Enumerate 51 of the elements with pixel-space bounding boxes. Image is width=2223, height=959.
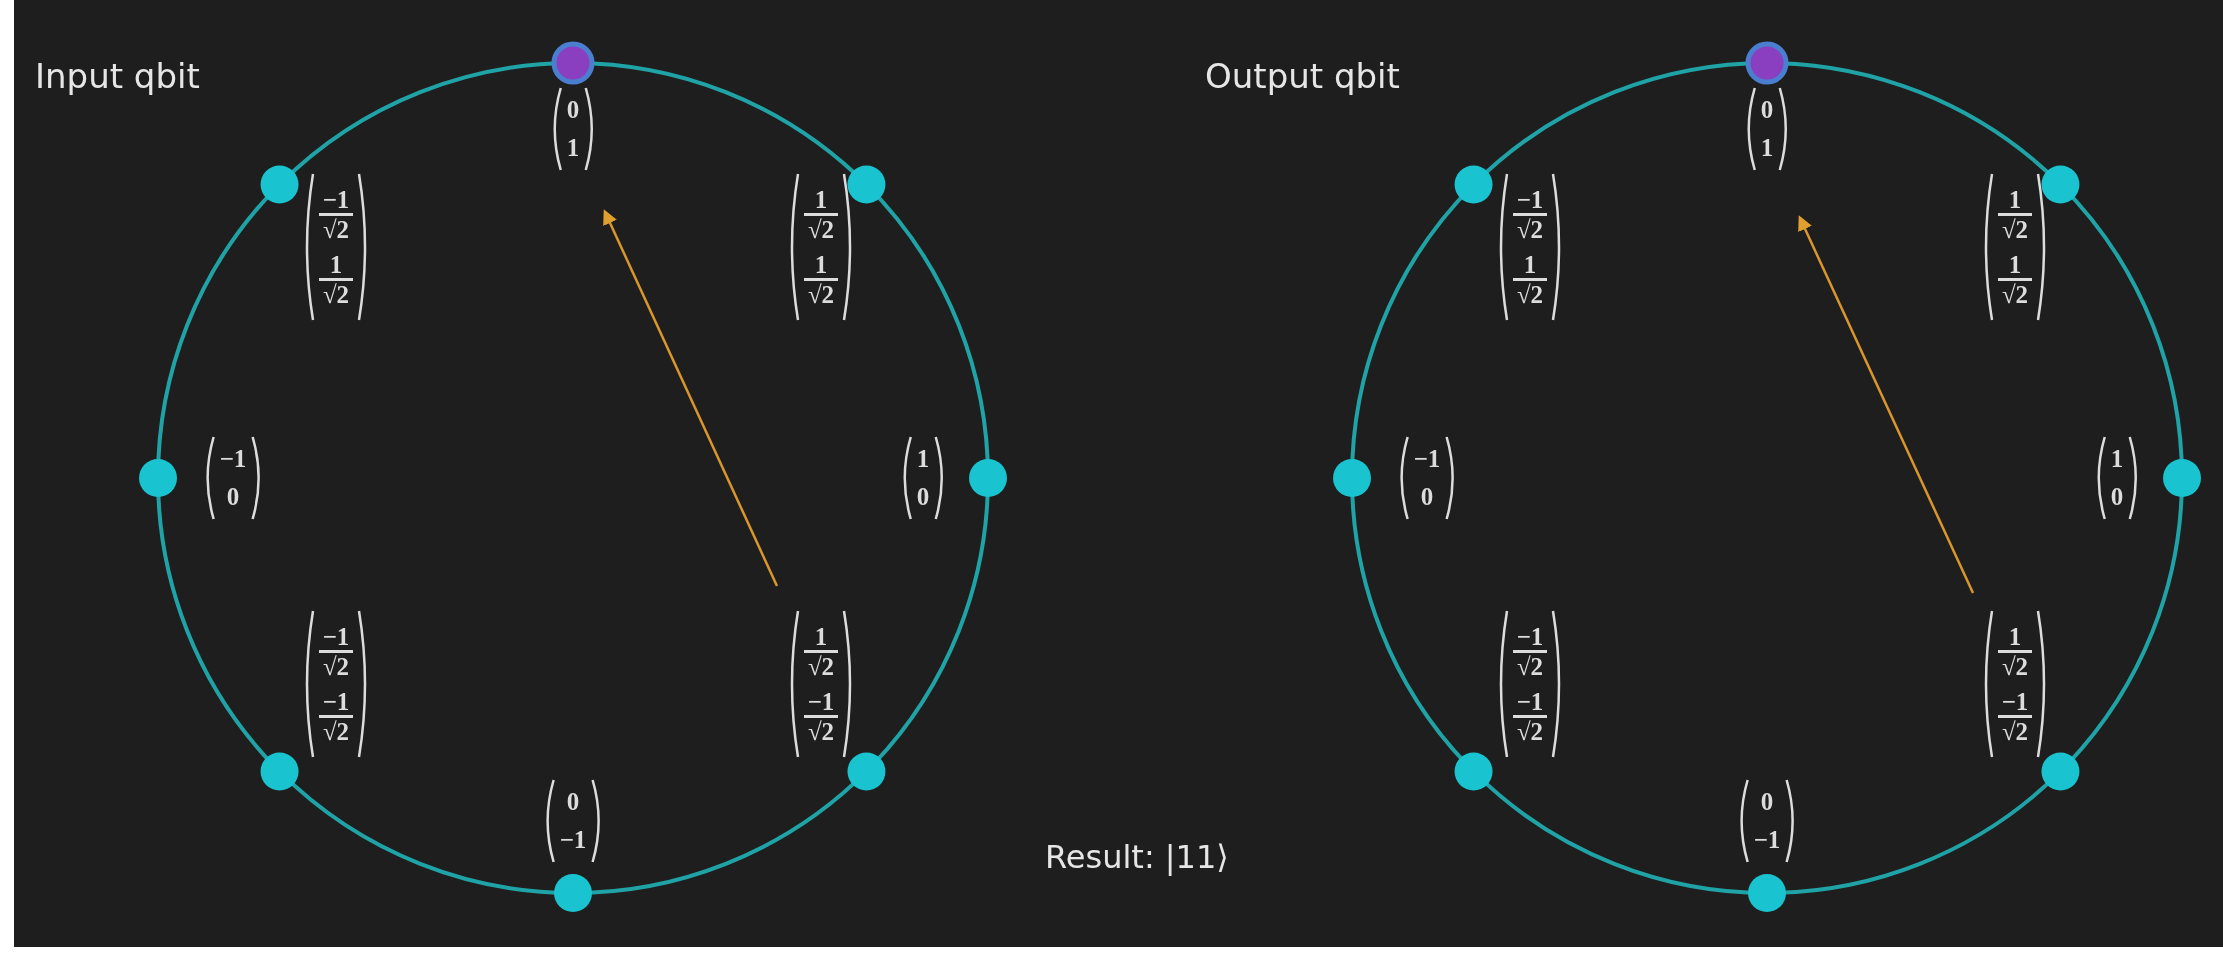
denominator: √2: [1516, 281, 1544, 308]
vector-entry: 0: [916, 482, 930, 512]
denominator: √2: [1516, 653, 1544, 680]
denominator: √2: [807, 653, 835, 680]
denominator: √2: [322, 718, 350, 745]
numerator: −1: [1516, 186, 1544, 213]
vector-entry: −1: [1753, 825, 1781, 855]
denominator: √2: [807, 718, 835, 745]
vector-entry: 1: [566, 133, 580, 163]
denominator: √2: [2001, 281, 2029, 308]
denominator: √2: [807, 216, 835, 243]
numerator: 1: [2008, 186, 2022, 213]
numerator: −1: [2001, 688, 2029, 715]
vector-entry: 1: [1760, 133, 1774, 163]
vector-entry: 0: [1760, 95, 1774, 125]
numerator: 1: [2008, 251, 2022, 278]
numerator: −1: [807, 688, 835, 715]
denominator: √2: [1516, 216, 1544, 243]
numerator: 1: [814, 623, 828, 650]
numerator: −1: [322, 688, 350, 715]
denominator: √2: [2001, 216, 2029, 243]
numerator: 1: [814, 251, 828, 278]
denominator: √2: [2001, 718, 2029, 745]
numerator: 1: [1523, 251, 1537, 278]
result-text: Result: |11⟩: [1045, 838, 1229, 876]
panel-title: Output qbit: [1205, 56, 1400, 96]
vector-entry: 1: [916, 444, 930, 474]
vector-entry: −1: [559, 825, 587, 855]
numerator: −1: [322, 623, 350, 650]
vector-entry: 0: [1420, 482, 1434, 512]
vector-entry: 0: [566, 787, 580, 817]
vector-entry: 0: [1760, 787, 1774, 817]
vector-entry: 1: [2110, 444, 2124, 474]
vector-entry: −1: [219, 444, 247, 474]
numerator: 1: [2008, 623, 2022, 650]
denominator: √2: [807, 281, 835, 308]
denominator: √2: [322, 653, 350, 680]
vector-entry: 0: [566, 95, 580, 125]
numerator: −1: [322, 186, 350, 213]
denominator: √2: [2001, 653, 2029, 680]
numerator: −1: [1516, 688, 1544, 715]
vector-entry: −1: [1413, 444, 1441, 474]
panel-title: Input qbit: [35, 56, 200, 96]
numerator: 1: [329, 251, 343, 278]
vector-entry: 0: [2110, 482, 2124, 512]
vector-entry: 0: [226, 482, 240, 512]
denominator: √2: [322, 281, 350, 308]
numerator: −1: [1516, 623, 1544, 650]
numerator: 1: [814, 186, 828, 213]
denominator: √2: [1516, 718, 1544, 745]
denominator: √2: [322, 216, 350, 243]
